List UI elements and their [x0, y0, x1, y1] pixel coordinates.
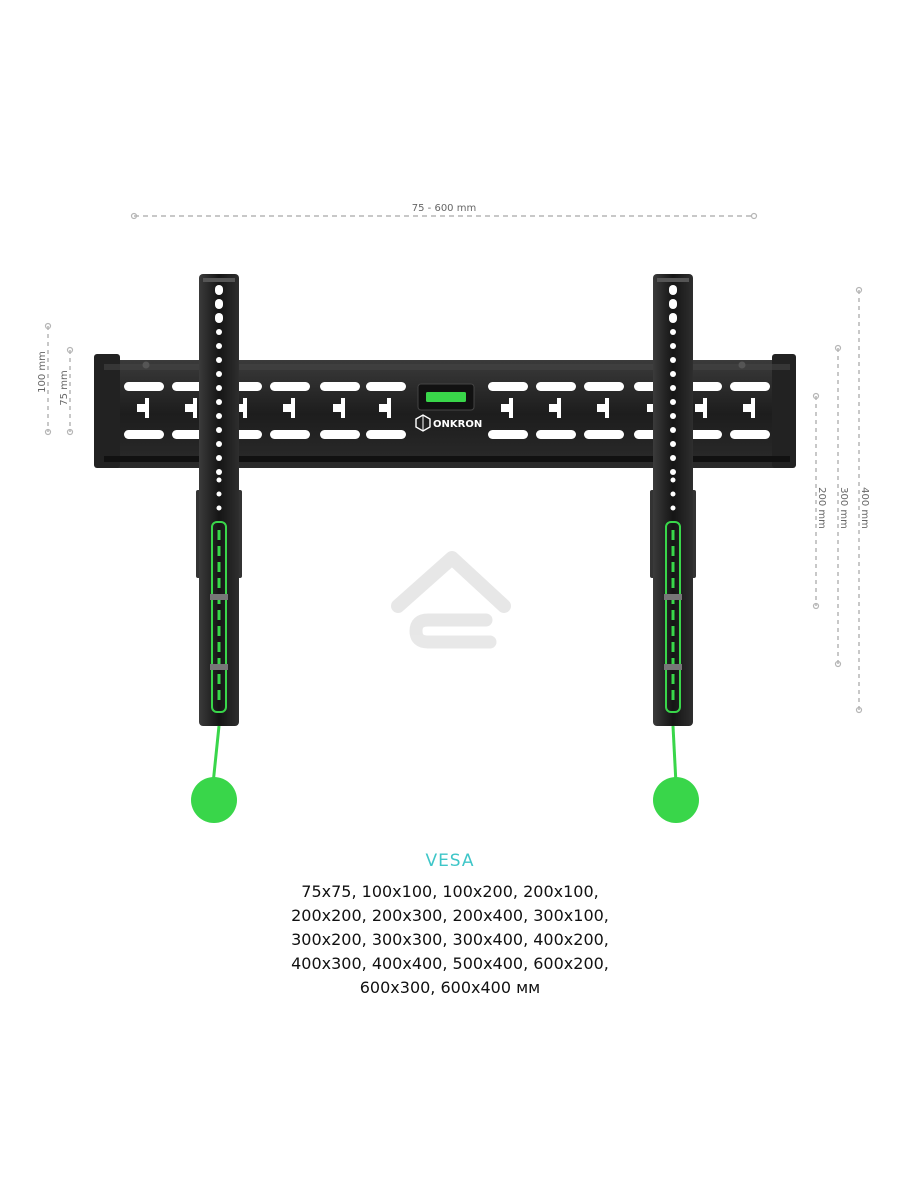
arm-hole: [216, 427, 222, 433]
keyhole-slot: [235, 398, 247, 418]
keyhole-slot: [695, 398, 707, 418]
right-mounting-arm: [650, 274, 699, 823]
arm-hole: [216, 385, 222, 391]
plate-slot: [488, 430, 528, 439]
vesa-sizes-line: 300x200, 300x300, 300x400, 400x200,: [291, 930, 609, 949]
right-mid-dimension: 300 mm: [834, 344, 849, 668]
keyhole-slot: [185, 398, 197, 418]
arm-hole: [216, 371, 222, 377]
keyhole-slot: [597, 398, 609, 418]
plate-slot: [270, 382, 310, 391]
arm-hole: [216, 399, 222, 405]
keyhole-slot: [333, 398, 345, 418]
width-dimension: 75 - 600 mm: [130, 203, 758, 220]
brand-label: ONKRON: [433, 419, 482, 430]
house-watermark-icon: [391, 551, 511, 649]
plate-slot: [124, 382, 164, 391]
arm-hole: [216, 455, 222, 461]
arm-hole: [670, 413, 676, 419]
vesa-title: VESA: [425, 851, 475, 871]
right-large-dimension: 400 mm: [855, 286, 870, 714]
right-mid-dimension-label: 300 mm: [838, 487, 849, 529]
arm-hole: [215, 299, 223, 309]
arm-hole: [670, 491, 676, 497]
arm-hole: [670, 385, 676, 391]
width-dimension-label: 75 - 600 mm: [412, 203, 476, 214]
arm-hole: [216, 441, 222, 447]
keyhole-slot: [501, 398, 513, 418]
plate-slot: [124, 430, 164, 439]
arm-hole: [670, 441, 676, 447]
plate-slot: [536, 382, 576, 391]
keyhole-slot: [549, 398, 561, 418]
arm-hole: [670, 357, 676, 363]
keyhole-slot: [137, 398, 149, 418]
right-small-dimension: 200 mm: [812, 392, 827, 610]
left-inner-dimension: 75 mm: [59, 346, 74, 436]
arm-hole: [216, 491, 222, 497]
arm-hole: [216, 343, 222, 349]
vesa-sizes-line: 75x75, 100x100, 100x200, 200x100,: [301, 882, 599, 901]
left-inner-dimension-label: 75 mm: [59, 370, 70, 405]
onkron-logo-icon: [415, 414, 431, 432]
arm-hole: [216, 477, 222, 483]
arm-hole: [216, 329, 222, 335]
plate-slot: [366, 430, 406, 439]
left-mounting-arm: [191, 274, 242, 823]
arm-hole: [215, 285, 223, 295]
left-pull-tab: [191, 777, 237, 823]
plate-slot: [536, 430, 576, 439]
arm-hole: [669, 299, 677, 309]
arm-hole: [670, 329, 676, 335]
plate-slot: [320, 430, 360, 439]
arm-hole: [670, 343, 676, 349]
plate-slot: [488, 382, 528, 391]
arm-hole: [670, 455, 676, 461]
arm-hole: [216, 357, 222, 363]
arm-hole: [669, 285, 677, 295]
left-arm-holes: [215, 285, 223, 511]
arm-hole: [670, 399, 676, 405]
plate-slot: [584, 430, 624, 439]
left-outer-dimension-label: 100 mm: [37, 351, 48, 393]
right-small-dimension-label: 200 mm: [816, 487, 827, 529]
arm-hole: [670, 477, 676, 483]
arm-hole: [670, 371, 676, 377]
keyhole-slot: [743, 398, 755, 418]
vesa-sizes-list: 75x75, 100x100, 100x200, 200x100, 200x20…: [200, 880, 700, 1000]
arm-hole: [670, 505, 676, 511]
plate-slot: [584, 382, 624, 391]
right-large-dimension-label: 400 mm: [859, 487, 870, 529]
keyhole-slot: [283, 398, 295, 418]
plate-slot: [320, 382, 360, 391]
arm-hole: [669, 313, 677, 323]
right-pull-tab: [653, 777, 699, 823]
left-outer-dimension: 100 mm: [37, 322, 52, 436]
plate-slot: [730, 430, 770, 439]
keyhole-slot: [379, 398, 391, 418]
plate-slot: [730, 382, 770, 391]
arm-hole: [216, 505, 222, 511]
arm-hole: [670, 427, 676, 433]
arm-hole: [670, 469, 676, 475]
arm-hole: [216, 469, 222, 475]
right-arm-holes: [669, 285, 677, 511]
level-indicator: [426, 392, 466, 402]
plate-slot: [366, 382, 406, 391]
arm-hole: [215, 313, 223, 323]
vesa-sizes-line: 200x200, 200x300, 200x400, 300x100,: [291, 906, 609, 925]
vesa-sizes-line: 400x300, 400x400, 500x400, 600x200,: [291, 954, 609, 973]
wall-plate: ONKRON: [94, 354, 796, 468]
plate-slot: [270, 430, 310, 439]
arm-hole: [216, 413, 222, 419]
vesa-sizes-line: 600x300, 600x400 мм: [359, 978, 541, 997]
